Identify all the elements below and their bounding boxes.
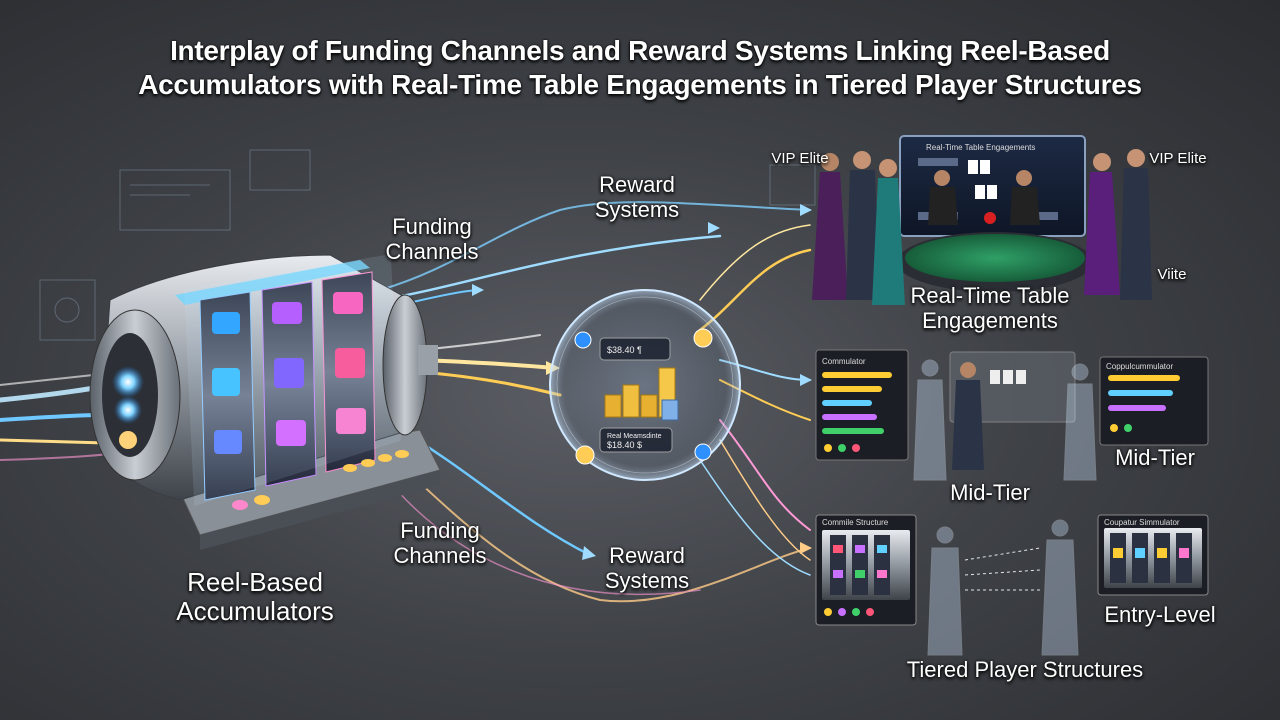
tiered-player-structures-label: Tiered Player Structures (860, 657, 1190, 682)
vip-elite-right-label: VIP Elite (1138, 150, 1218, 168)
mid-right-panel-title: Coppulcummulator (1106, 362, 1173, 371)
orb-top-value: $38.40 ¶ (607, 345, 642, 355)
reward-systems-top-label: Reward Systems (582, 172, 692, 222)
reel-based-accumulators-label: Reel-Based Accumulators (150, 568, 360, 626)
page-title: Interplay of Funding Channels and Reward… (0, 34, 1280, 102)
entry-right-panel-title: Coupatur Simmulator (1104, 518, 1180, 527)
reward-systems-bottom-label: Reward Systems (592, 543, 702, 593)
mid-tier-right-label: Mid-Tier (1100, 445, 1210, 470)
entry-level-right-panel (1098, 515, 1208, 595)
reel-machine (90, 255, 440, 550)
funding-channels-top-label: Funding Channels (372, 214, 492, 264)
entry-level-label: Entry-Level (1090, 602, 1230, 627)
entry-level-left-panel (816, 515, 916, 625)
mid-left-panel-title: Commulator (822, 357, 866, 366)
viite-label: Viite (1142, 266, 1202, 284)
orb-bottom-label: Real Meamsdinte (607, 433, 662, 440)
orb-bottom-value: $18.40 $ (607, 440, 642, 450)
real-time-table-label: Real-Time Table Engagements (880, 283, 1100, 333)
mid-tier-center-label: Mid-Tier (935, 480, 1045, 505)
vip-table (897, 136, 1093, 292)
title-line-1: Interplay of Funding Channels and Reward… (0, 34, 1280, 68)
funding-channels-bottom-label: Funding Channels (380, 518, 500, 568)
vip-elite-left-label: VIP Elite (760, 150, 840, 168)
title-line-2: Accumulators with Real-Time Table Engage… (0, 68, 1280, 102)
table-screen-title: Real-Time Table Engagements (926, 143, 1035, 152)
mid-tier-left-panel (816, 350, 908, 460)
entry-level-dotted-links (965, 548, 1040, 590)
entry-left-panel-title: Commile Structure (822, 518, 889, 527)
entry-level-holograms (928, 520, 1078, 655)
reward-orb (550, 290, 740, 480)
